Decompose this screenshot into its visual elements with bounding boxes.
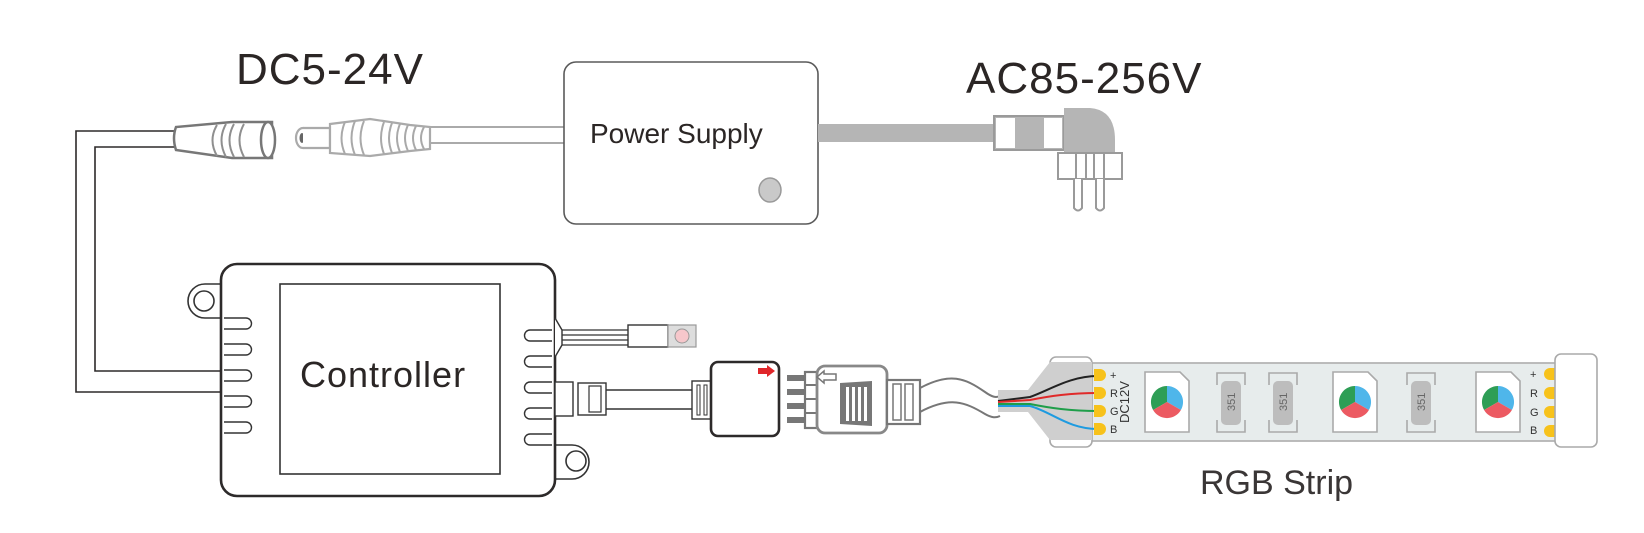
controller: Controller: [187, 262, 590, 498]
resistor-3: 351: [1406, 372, 1436, 433]
strip-cable: [919, 377, 1001, 419]
pad-label-left-g: G: [1110, 406, 1119, 418]
pad-label-left-r: R: [1110, 388, 1118, 400]
power-indicator-led: [758, 177, 782, 203]
pad-label-left-plus: +: [1110, 370, 1116, 382]
ir-receiver: [554, 317, 697, 358]
resistor-2: 351: [1268, 372, 1298, 433]
rgb-strip-label: RGB Strip: [1200, 464, 1353, 502]
controller-output-cable: [554, 380, 713, 420]
pad-label-right-g: G: [1530, 407, 1539, 419]
arrow-right-icon: [758, 365, 775, 377]
female-connector: [709, 360, 781, 438]
pad-label-right-plus: +: [1530, 369, 1536, 381]
svg-text:351: 351: [1226, 393, 1238, 411]
dc-wire-to-controller: [75, 130, 222, 393]
dc-cable: [430, 126, 564, 144]
pad-label-right-r: R: [1530, 388, 1538, 400]
svg-text:351: 351: [1416, 393, 1428, 411]
arrow-left-icon: [815, 369, 837, 385]
controller-label: Controller: [300, 354, 466, 395]
power-supply: Power Supply: [563, 61, 819, 225]
pad-label-right-b: B: [1530, 425, 1537, 437]
ir-sensor-icon: [674, 328, 690, 344]
strip-voltage-label: DC12V: [1117, 381, 1132, 423]
strip-end-cap: [1554, 353, 1598, 448]
dc-female-jack: [172, 120, 277, 160]
pad-label-left-b: B: [1110, 424, 1117, 436]
ac-voltage-label: AC85-256V: [966, 54, 1202, 103]
dc-voltage-label: DC5-24V: [236, 45, 424, 94]
controller-right-fins: [523, 329, 552, 446]
power-supply-label: Power Supply: [590, 118, 763, 149]
rgb-led-1: [1144, 371, 1190, 433]
resistor-1: 351: [1216, 372, 1246, 433]
male-connector: [787, 364, 922, 435]
ac-cable: [818, 124, 996, 142]
dc-male-plug: [294, 117, 432, 158]
rgb-strip: + R G B DC12V 351 351: [997, 353, 1598, 448]
strip-pads-left: + R G B: [1094, 369, 1119, 436]
rgb-led-3: [1475, 371, 1521, 433]
svg-text:351: 351: [1278, 393, 1290, 411]
controller-left-fins: [224, 317, 253, 434]
ac-plug: [993, 108, 1123, 212]
rgb-led-2: [1332, 371, 1378, 433]
